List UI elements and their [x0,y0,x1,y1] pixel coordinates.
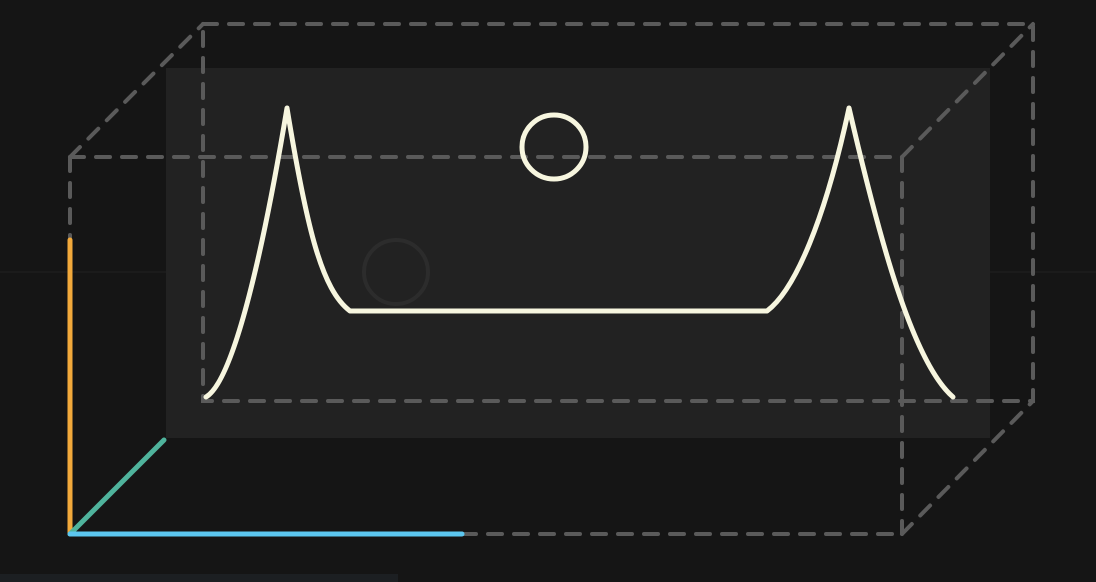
dashed-3d-box [68,22,1035,536]
box-back-face [201,22,1035,403]
ghost-ring [362,238,430,306]
depth-axis [67,437,167,537]
ring-marker [519,112,589,182]
box-edge-top-left [68,22,205,159]
bottom-strip [0,574,398,582]
box-edge-top-right [900,22,1035,159]
double-peak-curve [203,105,956,400]
box-edge-bottom-right [900,399,1035,536]
